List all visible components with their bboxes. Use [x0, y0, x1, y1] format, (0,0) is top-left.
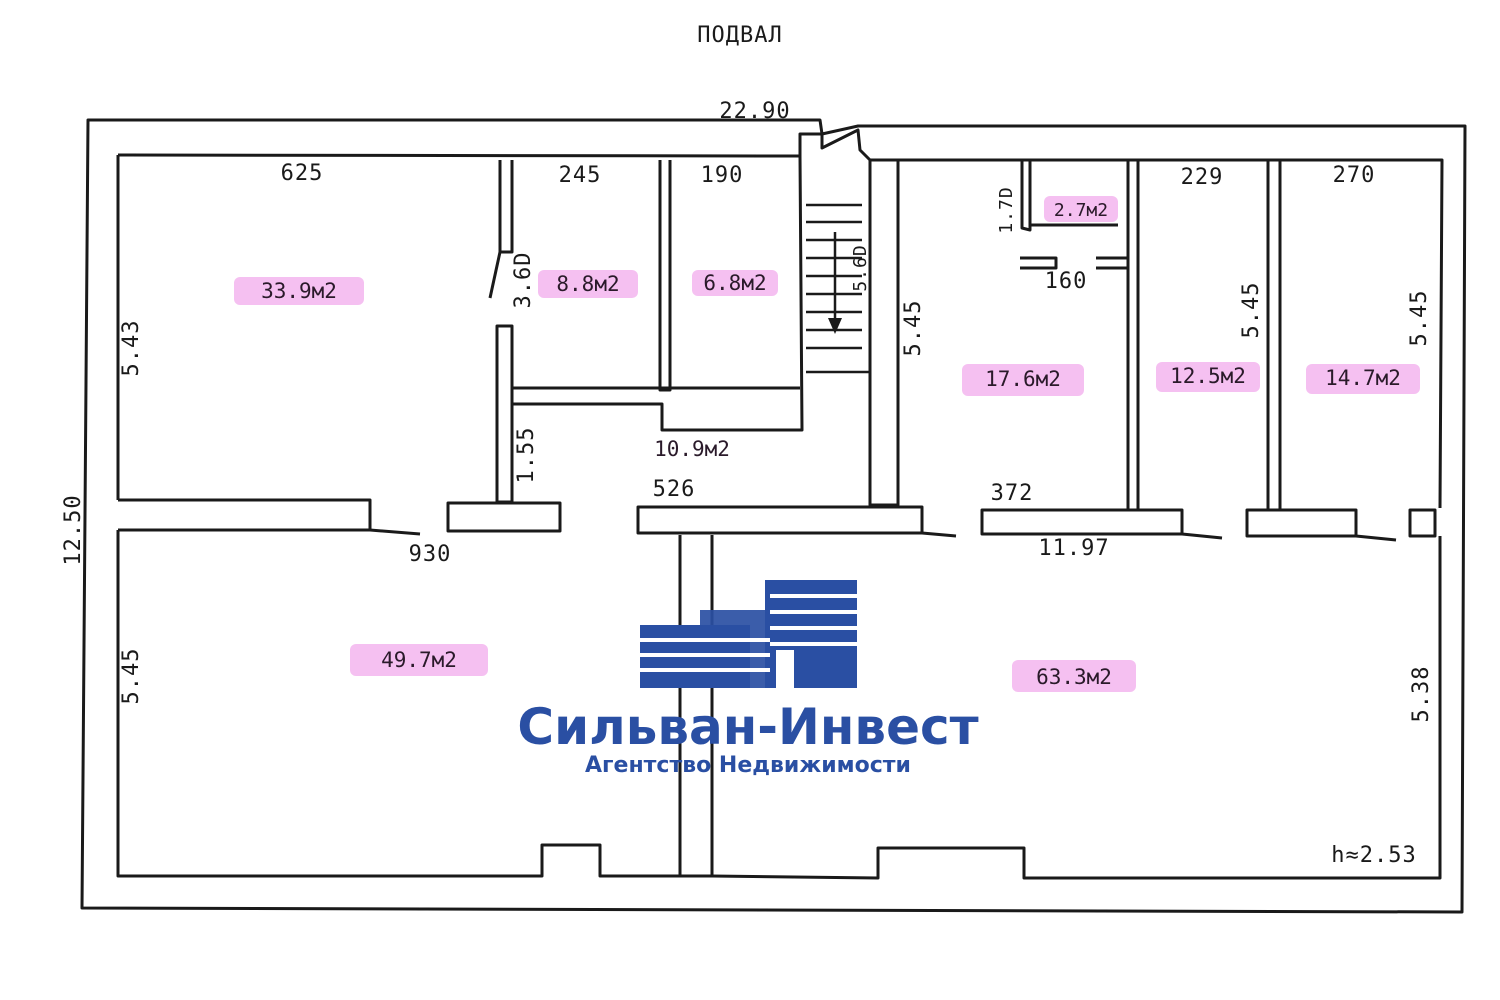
- staircase: [798, 128, 900, 507]
- dim-170: 1.7D: [996, 186, 1017, 233]
- building-icon: [640, 580, 857, 688]
- dim-245: 245: [559, 163, 602, 188]
- corridor-area: 10.9м2: [654, 437, 730, 461]
- dim-538: 5.38: [1409, 666, 1434, 723]
- dim-total-width: 22.90: [719, 99, 790, 124]
- dim-545-a: 5.45: [901, 300, 926, 357]
- dim-372: 372: [991, 481, 1034, 506]
- brand-tagline: Агентство Недвижимости: [585, 753, 911, 778]
- room-areas: 33.9м2 8.8м2 6.8м2 2.7м2 17.6м2 12.5м2 1…: [234, 196, 1420, 692]
- dim-1197: 11.97: [1038, 536, 1109, 561]
- dim-526: 526: [653, 477, 696, 502]
- dim-543: 5.43: [119, 320, 144, 377]
- dim-360: 3.6D: [511, 252, 536, 309]
- outer-walls: [80, 118, 1467, 914]
- room-area-9: 63.3м2: [1036, 665, 1112, 689]
- dim-229: 229: [1181, 165, 1224, 190]
- room-area-3: 6.8м2: [703, 271, 766, 295]
- plan-title: ПОДВАЛ: [697, 23, 782, 48]
- room-area-6: 12.5м2: [1170, 364, 1246, 388]
- ceiling-height: h≈2.53: [1331, 843, 1416, 868]
- room-area-8: 49.7м2: [381, 648, 457, 672]
- dim-560: 5.6D: [850, 244, 871, 291]
- dim-545-d: 5.45: [119, 648, 144, 705]
- dim-155: 1.55: [514, 427, 539, 484]
- dim-190: 190: [701, 163, 744, 188]
- dim-total-height: 12.50: [61, 494, 86, 565]
- brand-logo: Сильван-Инвест Агентство Недвижимости: [517, 580, 979, 778]
- room-area-1: 33.9м2: [261, 279, 337, 303]
- dim-930: 930: [409, 542, 452, 567]
- room-area-2: 8.8м2: [556, 272, 619, 296]
- brand-name: Сильван-Инвест: [517, 698, 978, 756]
- room-area-7: 14.7м2: [1325, 366, 1401, 390]
- dim-545-c: 5.45: [1407, 290, 1432, 347]
- dim-160: 160: [1045, 269, 1088, 294]
- dimension-labels: 22.90 625 245 190 229 270 160 526 372 93…: [61, 99, 1434, 868]
- room-area-4: 2.7м2: [1054, 200, 1108, 221]
- interior-walls: [116, 160, 1442, 880]
- dim-545-b: 5.45: [1239, 282, 1264, 339]
- room-area-5: 17.6м2: [985, 367, 1061, 391]
- dim-270: 270: [1333, 163, 1376, 188]
- dim-625: 625: [281, 161, 324, 186]
